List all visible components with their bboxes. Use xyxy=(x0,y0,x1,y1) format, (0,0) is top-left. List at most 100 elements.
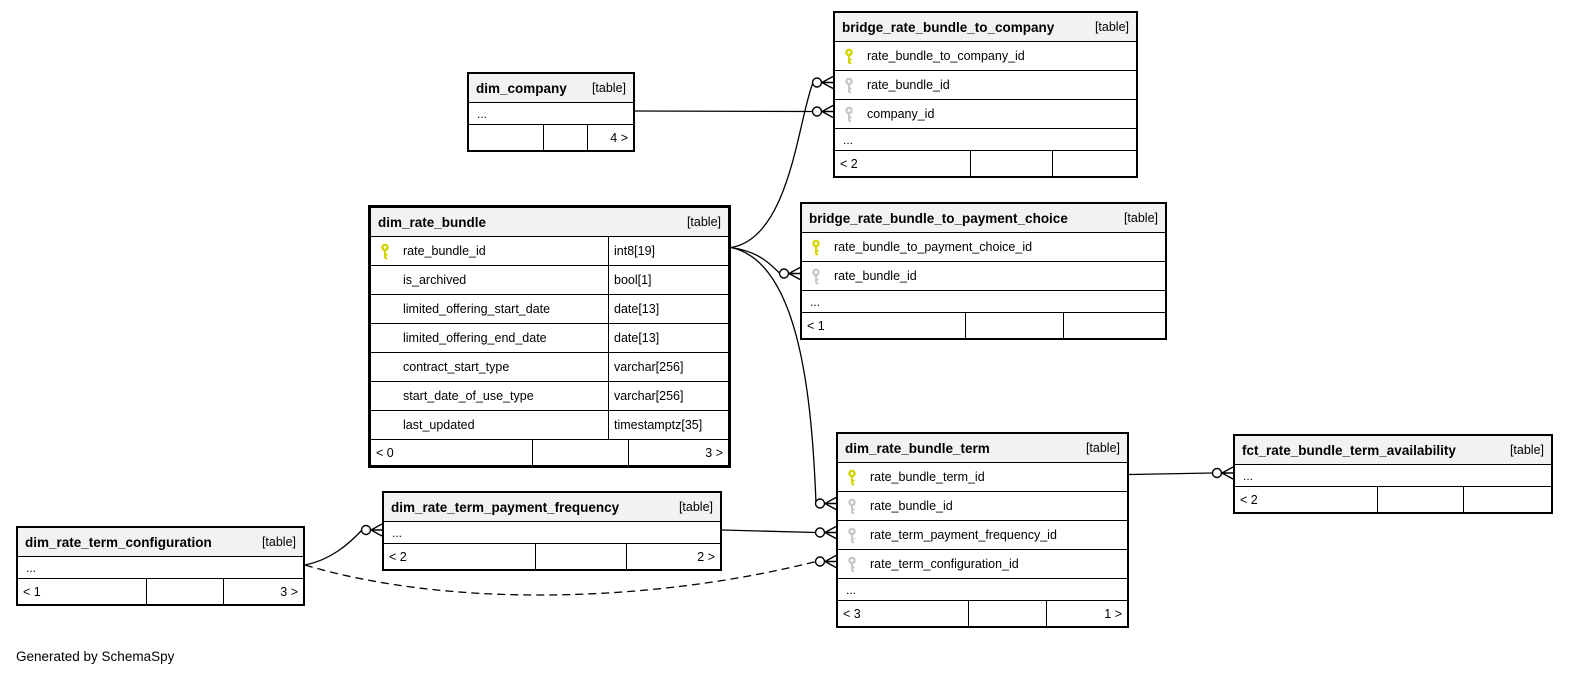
column-type: timestamptz[35] xyxy=(608,411,728,439)
column-row-rate_bundle_to_payment_choice_id: rate_bundle_to_payment_choice_id xyxy=(802,232,1165,261)
crows-foot-arrow xyxy=(824,496,837,511)
column-name: rate_bundle_id xyxy=(834,269,917,283)
footer-degree-right xyxy=(1063,313,1165,338)
circle-marker xyxy=(811,106,823,117)
table-title: dim_rate_bundle_term xyxy=(845,440,990,456)
key-slot xyxy=(846,556,870,573)
crows-foot-arrow xyxy=(821,75,834,90)
circle-marker xyxy=(811,77,823,88)
footer-degree-left: < 3 xyxy=(843,606,861,621)
footer-degree-right xyxy=(1462,487,1552,512)
column-type: date[13] xyxy=(608,295,728,323)
relation-dim_rate_bundle_term-to-fct_rate_bundle_term_availability xyxy=(1128,466,1234,480)
table-header: bridge_rate_bundle_to_payment_choice[tab… xyxy=(802,204,1165,232)
primary-key-icon xyxy=(381,243,389,259)
table-degree-footer: < 2 xyxy=(1235,486,1551,512)
table-node-dim_rate_bundle_term[interactable]: dim_rate_bundle_term[table] rate_bundle_t… xyxy=(836,432,1129,628)
column-type: varchar[256] xyxy=(608,382,728,410)
column-name: rate_bundle_term_id xyxy=(870,470,985,484)
circle-marker xyxy=(1211,467,1223,479)
column-type: bool[1] xyxy=(608,266,728,294)
table-node-fct_rate_bundle_term_availability[interactable]: fct_rate_bundle_term_availability [table]… xyxy=(1233,434,1553,514)
column-type: int8[19] xyxy=(608,237,728,265)
column-name: company_id xyxy=(867,107,935,121)
footer-degree-mid xyxy=(542,125,587,150)
foreign-key-icon xyxy=(812,268,820,284)
circle-marker xyxy=(778,268,790,279)
primary-key-icon xyxy=(812,239,820,255)
foreign-key-icon xyxy=(845,106,853,122)
footer-degree-right: 3 > xyxy=(223,579,303,604)
table-node-dim_company[interactable]: dim_company[table]...4 > xyxy=(467,72,635,152)
foreign-key-icon xyxy=(848,527,856,543)
key-slot xyxy=(846,469,870,486)
table-header: dim_rate_bundle [table] xyxy=(371,208,728,236)
table-degree-footer: 4 > xyxy=(469,124,633,150)
foreign-key-icon xyxy=(848,498,856,514)
footer-degree-left: < 2 xyxy=(1240,492,1258,507)
column-row-rate_bundle_to_company_id: rate_bundle_to_company_id xyxy=(835,41,1136,70)
key-slot xyxy=(843,106,867,123)
relation-dim_company-to-bridge_rate_bundle_to_company xyxy=(634,104,834,119)
ellipsis-row: ... xyxy=(18,556,303,578)
table-title: dim_rate_term_payment_frequency xyxy=(391,499,620,515)
table-title: bridge_rate_bundle_to_company xyxy=(842,19,1055,35)
circle-marker xyxy=(814,527,826,538)
column-type: date[13] xyxy=(608,324,728,352)
table-tag: [table] xyxy=(591,81,626,95)
table-node-dim_rate_term_payment_frequency[interactable]: dim_rate_term_payment_frequency[table]..… xyxy=(382,491,722,571)
generated-by-note: Generated by SchemaSpy xyxy=(16,649,175,664)
column-row-limited_offering_start_date: limited_offering_start_date date[13] xyxy=(371,294,728,323)
footer-degree-mid xyxy=(535,544,626,569)
key-slot xyxy=(846,498,870,515)
column-name: last_updated xyxy=(403,418,475,432)
column-name: rate_bundle_id xyxy=(870,499,953,513)
primary-key-icon xyxy=(845,48,853,64)
footer-degree-mid xyxy=(146,579,223,604)
relation-dim_rate_bundle-to-dim_rate_bundle_term xyxy=(730,246,837,511)
column-name: rate_term_payment_frequency_id xyxy=(870,528,1057,542)
table-node-bridge_rate_bundle_to_payment_choice[interactable]: bridge_rate_bundle_to_payment_choice[tab… xyxy=(800,202,1167,340)
foreign-key-icon xyxy=(845,77,853,93)
relation-dim_rate_bundle-to-bridge_rate_bundle_to_company xyxy=(730,75,834,249)
circle-marker xyxy=(814,556,826,567)
footer-degree-left: < 2 xyxy=(840,156,858,171)
key-slot xyxy=(846,527,870,544)
footer-degree-right: 4 > xyxy=(587,125,633,150)
table-node-dim_rate_term_configuration[interactable]: dim_rate_term_configuration[table]...< 1… xyxy=(16,526,305,606)
key-slot xyxy=(843,48,867,65)
ellipsis-row: ... xyxy=(1235,464,1551,486)
table-header: dim_company[table] xyxy=(469,74,633,102)
column-row-rate_term_configuration_id: rate_term_configuration_id xyxy=(838,549,1127,578)
table-node-bridge_rate_bundle_to_company[interactable]: bridge_rate_bundle_to_company [table] rate… xyxy=(833,11,1138,178)
ellipsis-row: ... xyxy=(469,102,633,124)
key-slot xyxy=(810,239,834,256)
column-name: limited_offering_end_date xyxy=(403,331,547,345)
table-tag: [table] xyxy=(1094,20,1129,34)
table-tag: [table] xyxy=(1509,443,1544,457)
column-name: rate_term_configuration_id xyxy=(870,557,1019,571)
table-tag: [table] xyxy=(686,215,721,229)
table-header: dim_rate_term_configuration[table] xyxy=(18,528,303,556)
column-row-last_updated: last_updated timestamptz[35] xyxy=(371,410,728,439)
relation-dim_rate_bundle-to-bridge_rate_bundle_to_payment_choice xyxy=(730,246,801,281)
footer-degree-mid xyxy=(531,440,628,465)
footer-degree-left: < 0 xyxy=(376,445,394,460)
table-header: dim_rate_bundle_term[table] xyxy=(838,434,1127,462)
crows-foot-arrow xyxy=(1221,466,1234,480)
footer-degree-mid xyxy=(1377,487,1462,512)
footer-degree-mid xyxy=(965,313,1063,338)
column-name: contract_start_type xyxy=(403,360,510,374)
column-name: rate_bundle_id xyxy=(867,78,950,92)
table-title: dim_rate_bundle xyxy=(378,214,487,230)
column-name: limited_offering_start_date xyxy=(403,302,551,316)
ellipsis-row: ... xyxy=(802,290,1165,312)
footer-degree-left xyxy=(469,125,543,150)
table-title: fct_rate_bundle_term_availability xyxy=(1242,442,1456,458)
